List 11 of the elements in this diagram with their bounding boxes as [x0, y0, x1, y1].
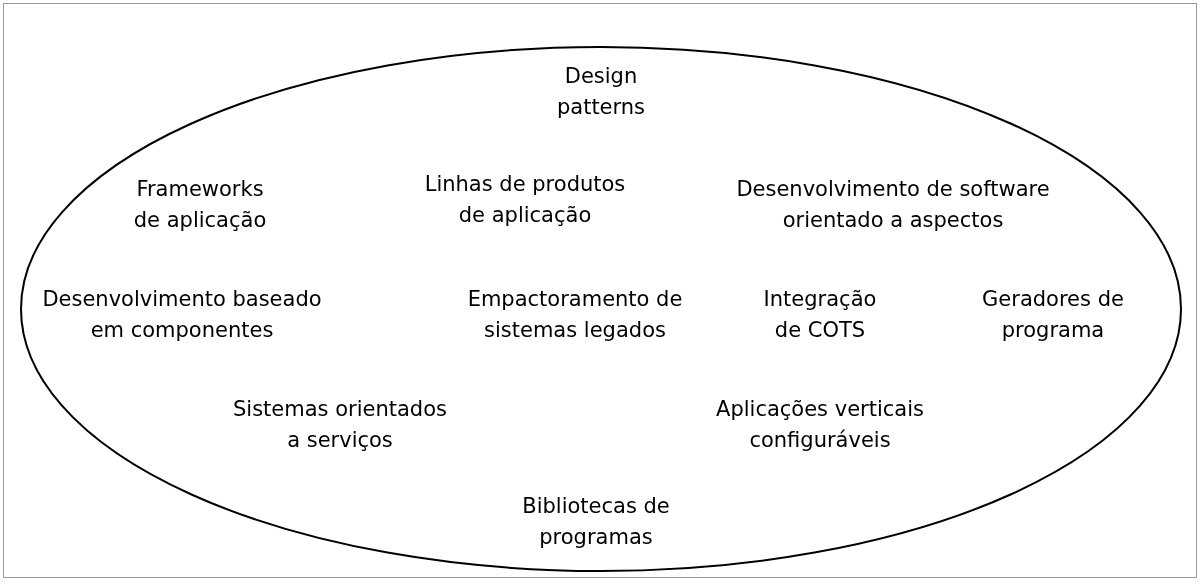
technique-label: Aplicações verticais configuráveis	[716, 396, 924, 454]
technique-label: Desenvolvimento baseado em componentes	[42, 286, 322, 344]
technique-label: Design patterns	[556, 63, 646, 121]
technique-label: Integração de COTS	[763, 286, 877, 344]
technique-label: Desenvolvimento de software orientado a aspectos	[736, 176, 1050, 234]
technique-label: Sistemas orientados a serviços	[233, 396, 447, 454]
technique-label: Empactoramento de sistemas legados	[467, 286, 683, 344]
technique-label: Linhas de produtos de aplicação	[424, 171, 626, 229]
technique-label: Frameworks de aplicação	[133, 176, 267, 234]
technique-label: Bibliotecas de programas	[522, 493, 670, 551]
technique-label: Geradores de programa	[982, 286, 1124, 344]
